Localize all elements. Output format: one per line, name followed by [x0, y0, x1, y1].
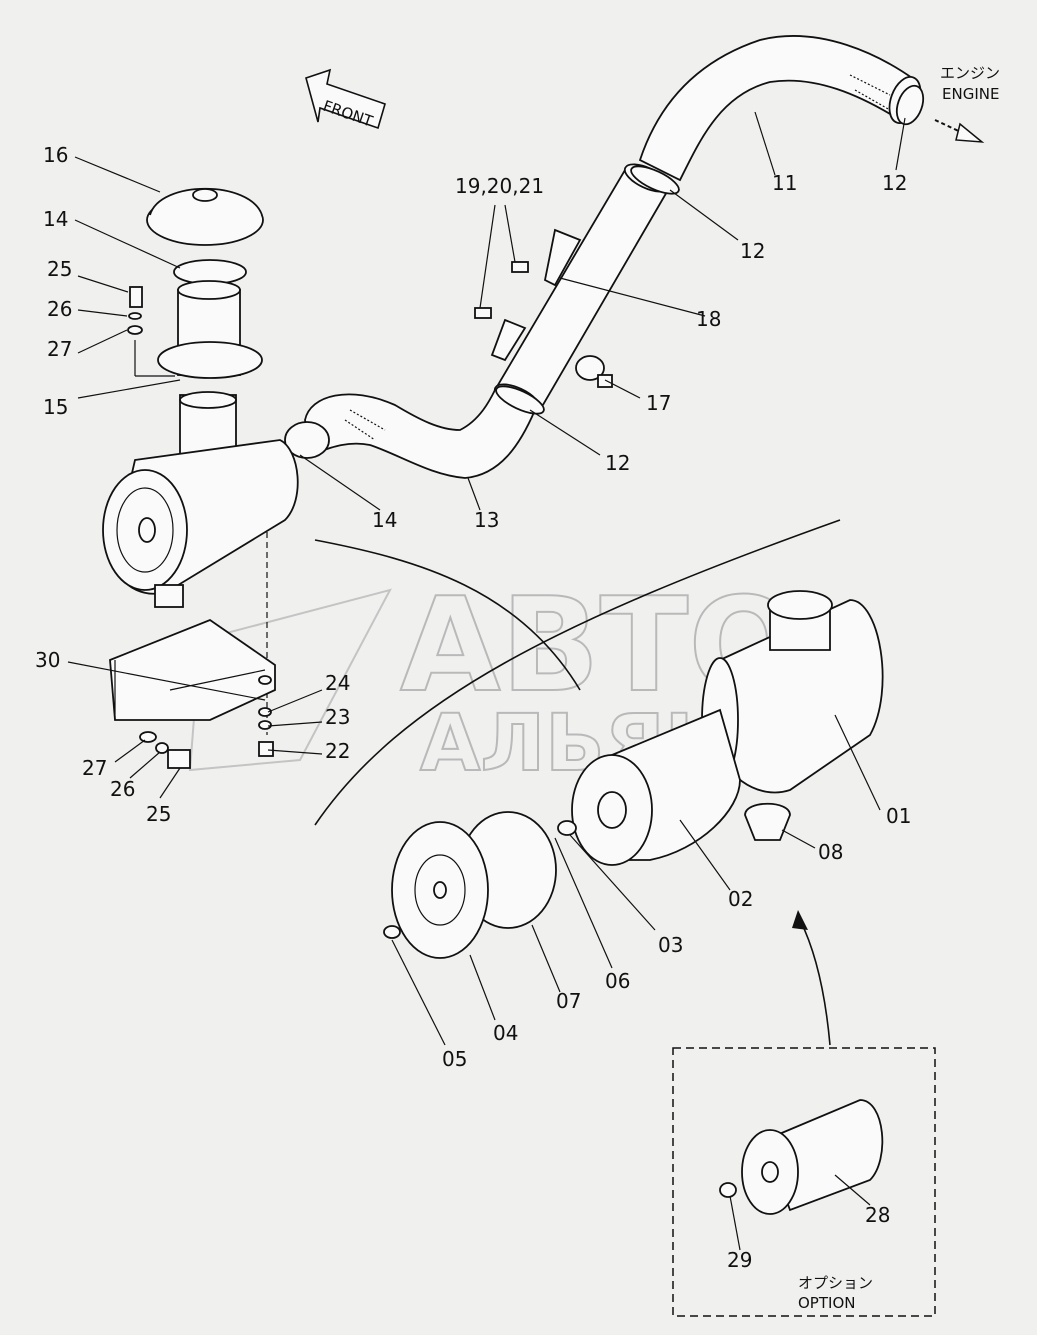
callout-14: 14 — [43, 207, 68, 231]
callout-27: 27 — [47, 337, 72, 361]
section-curve-right — [314, 519, 841, 826]
callout-02: 02 — [728, 887, 753, 911]
callout-22: 22 — [325, 739, 350, 763]
callout-05: 05 — [442, 1047, 467, 1071]
callout-26: 26 — [47, 297, 72, 321]
callout-12-upper: 12 — [740, 239, 765, 263]
callout-labels: 16 14 25 26 27 15 14 13 19,20,21 12 12 1… — [35, 143, 911, 1272]
callout-18: 18 — [696, 307, 721, 331]
option-label-en: OPTION — [798, 1294, 855, 1312]
front-arrow-icon: FRONT — [305, 68, 386, 131]
watermark-logo-icon — [188, 588, 392, 772]
option-arrow-icon — [792, 910, 831, 1046]
bolts-19-20-21 — [474, 261, 529, 319]
callout-08: 08 — [818, 840, 843, 864]
callout-14-hose: 14 — [372, 508, 397, 532]
section-curve-left — [314, 539, 581, 691]
callout-11: 11 — [772, 171, 797, 195]
clamp-12-engine — [895, 84, 925, 126]
option-label-jp: オプション — [798, 1274, 873, 1292]
air-cleaner-exploded — [383, 590, 884, 959]
callout-12-engine: 12 — [882, 171, 907, 195]
engine-label-en: ENGINE — [942, 85, 999, 103]
callout-29: 29 — [727, 1248, 752, 1272]
callout-12-lower: 12 — [605, 451, 630, 475]
intake-pipe-11 — [638, 35, 922, 182]
callout-06: 06 — [605, 969, 630, 993]
callout-01: 01 — [886, 804, 911, 828]
callout-25: 25 — [47, 257, 72, 281]
callout-16: 16 — [43, 143, 68, 167]
callout-28: 28 — [865, 1203, 890, 1227]
callout-04: 04 — [493, 1021, 518, 1045]
callout-17: 17 — [646, 391, 671, 415]
hose-13 — [284, 388, 537, 479]
leader-lines — [67, 111, 906, 1251]
option-filter-28 — [719, 1099, 884, 1215]
callout-24: 24 — [325, 671, 350, 695]
clamp-12-upper — [630, 165, 680, 195]
callout-03: 03 — [658, 933, 683, 957]
option-box — [672, 1047, 936, 1317]
callout-30: 30 — [35, 648, 60, 672]
callout-26-lower: 26 — [110, 777, 135, 801]
air-cleaner-assembly-upper — [102, 188, 299, 735]
bracket-30 — [109, 618, 276, 769]
callout-13: 13 — [474, 508, 499, 532]
clamp-12-lower — [495, 385, 545, 415]
callout-27-lower: 27 — [82, 756, 107, 780]
callout-25-lower: 25 — [146, 802, 171, 826]
callout-15: 15 — [43, 395, 68, 419]
engine-direction-arrow-icon — [934, 119, 985, 143]
callout-19-20-21: 19,20,21 — [455, 174, 544, 198]
sensor-17 — [575, 355, 613, 388]
engine-label-jp: エンジン — [940, 64, 1000, 82]
callout-07: 07 — [556, 989, 581, 1013]
callout-23: 23 — [325, 705, 350, 729]
